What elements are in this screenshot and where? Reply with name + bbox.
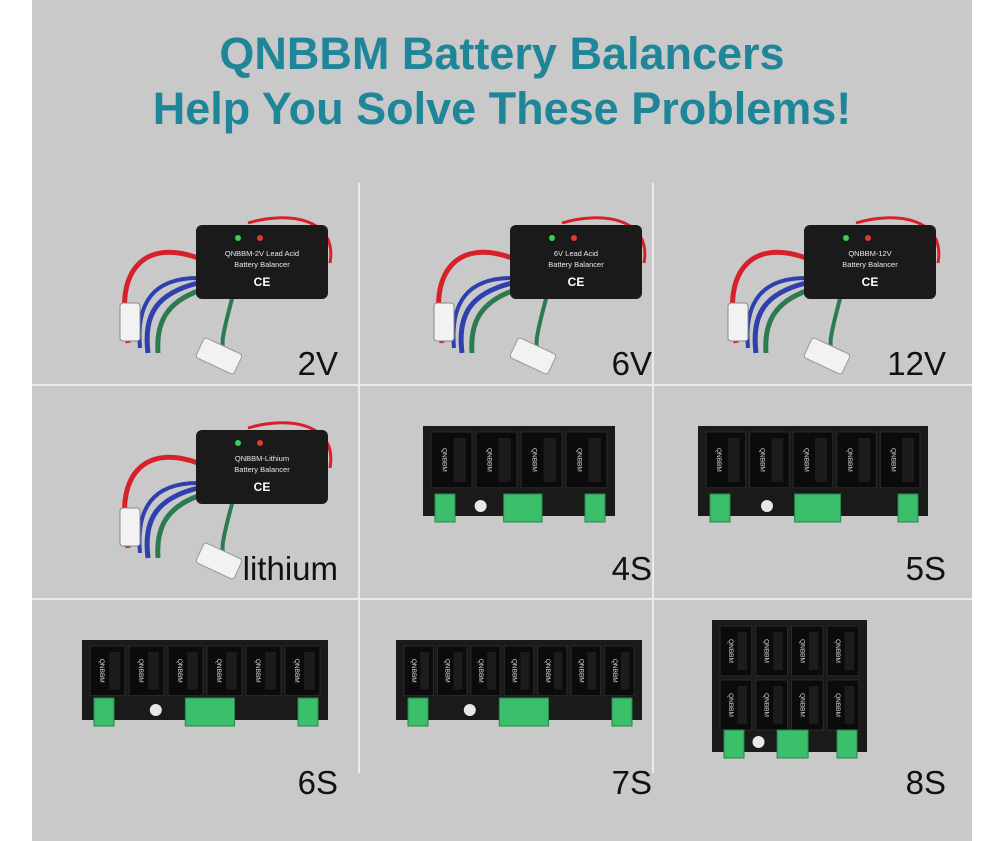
headline-line-2: Help You Solve These Problems! [152, 83, 852, 134]
module-brand-text: QNBBM [846, 448, 853, 472]
product-cell-4s: QNBBM QNBBM QNBBM QNBBM 4S [362, 388, 656, 598]
module-brand-text: QNBBM [889, 448, 896, 472]
module-brand-text: QNBBM [410, 659, 417, 683]
device-type-text: Battery Balancer [842, 260, 898, 269]
headline-line-1: QNBBM Battery Balancers [219, 28, 785, 79]
device-model-text: 6V Lead Acid [554, 249, 598, 258]
product-voltage-label: lithium [242, 550, 338, 587]
module-brand-text: QNBBM [544, 659, 551, 683]
balancer-module [403, 645, 434, 697]
module-brand-text: QNBBM [511, 659, 518, 683]
terminal-block [584, 493, 606, 523]
product-voltage-label: 6V [611, 345, 652, 382]
module-brand-text: QNBBM [137, 659, 144, 683]
terminal-block [93, 697, 115, 727]
device-type-text: Battery Balancer [548, 260, 604, 269]
module-brand-text: QNBBM [575, 448, 582, 472]
device-type-text: Battery Balancer [234, 465, 290, 474]
module-brand-text: QNBBM [727, 639, 734, 663]
grid-divider-vertical-2 [652, 183, 654, 773]
product-cell-5s: QNBBM QNBBM QNBBM QNBBM QNBBM 5S [656, 388, 950, 598]
product-voltage-label: 7S [611, 764, 652, 801]
background-panel: QNBBM Battery Balancers Help You Solve T… [32, 0, 972, 841]
module-brand-text: QNBBM [798, 639, 805, 663]
terminal-block [503, 493, 543, 523]
terminal-block [498, 697, 550, 727]
device-model-text: QNBBM-12V [848, 249, 891, 258]
module-brand-text: QNBBM [98, 659, 105, 683]
balancer-module [749, 431, 790, 489]
device-type-text: Battery Balancer [234, 260, 290, 269]
ce-mark-text: CE [254, 275, 271, 289]
terminal-block [776, 729, 809, 759]
module-brand-text: QNBBM [485, 448, 492, 472]
balancer-case [196, 430, 328, 504]
terminal-block [794, 493, 842, 523]
product-photo: QNBBM QNBBM QNBBM QNBBM QNBBM QNBBM QNBBM [396, 640, 642, 727]
balancer-module [836, 431, 877, 489]
balancer-module [436, 645, 468, 697]
terminal-block [297, 697, 319, 727]
module-brand-text: QNBBM [763, 639, 770, 663]
module-brand-text: QNBBM [176, 659, 183, 683]
module-brand-text: QNBBM [834, 639, 841, 663]
module-brand-text: QNBBM [293, 659, 300, 683]
module-brand-text: QNBBM [530, 448, 537, 472]
product-voltage-label: 5S [905, 550, 946, 587]
ce-mark-text: CE [254, 480, 271, 494]
product-photo: QNBBM QNBBM QNBBM QNBBM QNBBM QNBBM QNBBM QNBBM [712, 620, 867, 759]
module-brand-text: QNBBM [254, 659, 261, 683]
balancer-case [510, 225, 642, 299]
module-brand-text: QNBBM [715, 448, 722, 472]
module-brand-text: QNBBM [834, 693, 841, 717]
module-brand-text: QNBBM [798, 693, 805, 717]
product-cell-7s: QNBBM QNBBM QNBBM QNBBM QNBBM QNBBM QNBBM 7S [362, 602, 656, 812]
terminal-block [611, 697, 633, 727]
terminal-block [434, 493, 456, 523]
module-brand-text: QNBBM [477, 659, 484, 683]
product-voltage-label: 2V [297, 345, 338, 382]
module-brand-text: QNBBM [759, 448, 766, 472]
terminal-block [184, 697, 236, 727]
module-brand-text: QNBBM [444, 659, 451, 683]
terminal-block [709, 493, 731, 523]
device-model-text: QNBBM-2V Lead Acid [225, 249, 299, 258]
terminal-block [723, 729, 745, 759]
module-brand-text: QNBBM [763, 693, 770, 717]
module-brand-text: QNBBM [727, 693, 734, 717]
product-photo: QNBBM QNBBM QNBBM QNBBM [423, 426, 615, 523]
ce-mark-text: CE [862, 275, 879, 289]
product-cell-6s: QNBBM QNBBM QNBBM QNBBM QNBBM QNBBM 6S [48, 602, 342, 812]
product-voltage-label: 8S [905, 764, 946, 801]
module-brand-text: QNBBM [577, 659, 584, 683]
device-model-text: QNBBM-Lithium [235, 454, 289, 463]
product-photo: QNBBM QNBBM QNBBM QNBBM QNBBM QNBBM [82, 640, 328, 727]
product-photo: QNBBM QNBBM QNBBM QNBBM QNBBM [698, 426, 928, 523]
product-voltage-label: 6S [297, 764, 338, 801]
grid-divider-horizontal-1 [32, 384, 972, 386]
product-voltage-label: 12V [887, 345, 946, 382]
balancer-case [804, 225, 936, 299]
module-brand-text: QNBBM [215, 659, 222, 683]
balancer-case [196, 225, 328, 299]
product-voltage-label: 4S [611, 550, 652, 587]
ce-mark-text: CE [568, 275, 585, 289]
module-brand-text: QNBBM [440, 448, 447, 472]
grid-divider-vertical-1 [358, 183, 360, 773]
terminal-block [407, 697, 429, 727]
grid-divider-horizontal-2 [32, 598, 972, 600]
terminal-block [897, 493, 919, 523]
terminal-block [836, 729, 858, 759]
module-brand-text: QNBBM [611, 659, 618, 683]
module-brand-text: QNBBM [802, 448, 809, 472]
